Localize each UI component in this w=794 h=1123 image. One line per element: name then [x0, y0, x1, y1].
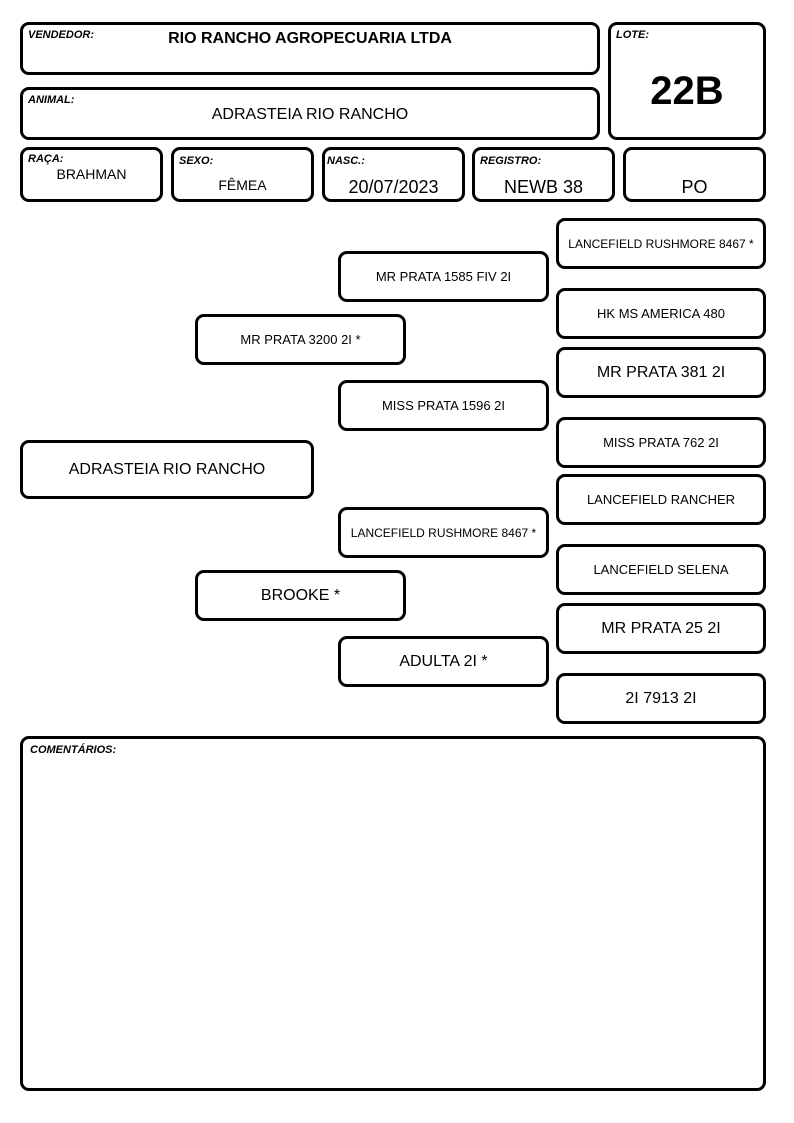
lote-box: LOTE: 22B — [608, 22, 766, 140]
nasc-value: 20/07/2023 — [348, 177, 439, 197]
pedigree-great-4: MISS PRATA 762 2I — [556, 417, 766, 468]
pedigree-great-7: MR PRATA 25 2I — [556, 603, 766, 654]
vendedor-label: VENDEDOR: — [28, 29, 95, 41]
pedigree-dam-dam: ADULTA 2I * — [338, 636, 549, 687]
registro-box: REGISTRO: NEWB 38 — [472, 147, 615, 202]
pedigree-great-1: LANCEFIELD RUSHMORE 8467 * — [556, 218, 766, 269]
pedigree-great-8: 2I 7913 2I — [556, 673, 766, 724]
pedigree-great-3: MR PRATA 381 2I — [556, 347, 766, 398]
vendedor-box: VENDEDOR: RIO RANCHO AGROPECUARIA LTDA — [20, 22, 600, 75]
sexo-label: SEXO: — [179, 155, 214, 167]
pedigree-sire: MR PRATA 3200 2I * — [195, 314, 406, 365]
animal-label: ANIMAL: — [28, 94, 75, 106]
comments-box[interactable]: COMENTÁRIOS: — [20, 736, 766, 1091]
pedigree-dam: BROOKE * — [195, 570, 406, 621]
nasc-box: NASC.: 20/07/2023 — [322, 147, 465, 202]
sexo-box: SEXO: FÊMEA — [171, 147, 314, 202]
lote-value: 22B — [650, 69, 724, 113]
pedigree-great-5: LANCEFIELD RANCHER — [556, 474, 766, 525]
registro-value: NEWB 38 — [503, 177, 584, 197]
pedigree-sire-dam: MISS PRATA 1596 2I — [338, 380, 549, 431]
lote-label: LOTE: — [616, 29, 649, 41]
raca-box: RAÇA: BRAHMAN — [20, 147, 163, 202]
raca-value: BRAHMAN — [56, 166, 127, 182]
tipo-box: PO — [623, 147, 766, 202]
tipo-value: PO — [681, 177, 708, 197]
pedigree-sire-sire: MR PRATA 1585 FIV 2I — [338, 251, 549, 302]
raca-label: RAÇA: — [28, 153, 64, 165]
sexo-value: FÊMEA — [218, 177, 267, 193]
pedigree-great-2: HK MS AMERICA 480 — [556, 288, 766, 339]
animal-box: ANIMAL: ADRASTEIA RIO RANCHO — [20, 87, 600, 140]
nasc-label: NASC.: — [327, 155, 365, 167]
pedigree-dam-sire: LANCEFIELD RUSHMORE 8467 * — [338, 507, 549, 558]
comments-label: COMENTÁRIOS: — [30, 744, 117, 756]
pedigree-great-6: LANCEFIELD SELENA — [556, 544, 766, 595]
pedigree-animal: ADRASTEIA RIO RANCHO — [20, 440, 314, 499]
registro-label: REGISTRO: — [480, 155, 542, 167]
vendedor-value: RIO RANCHO AGROPECUARIA LTDA — [168, 30, 452, 47]
animal-value: ADRASTEIA RIO RANCHO — [211, 106, 409, 123]
